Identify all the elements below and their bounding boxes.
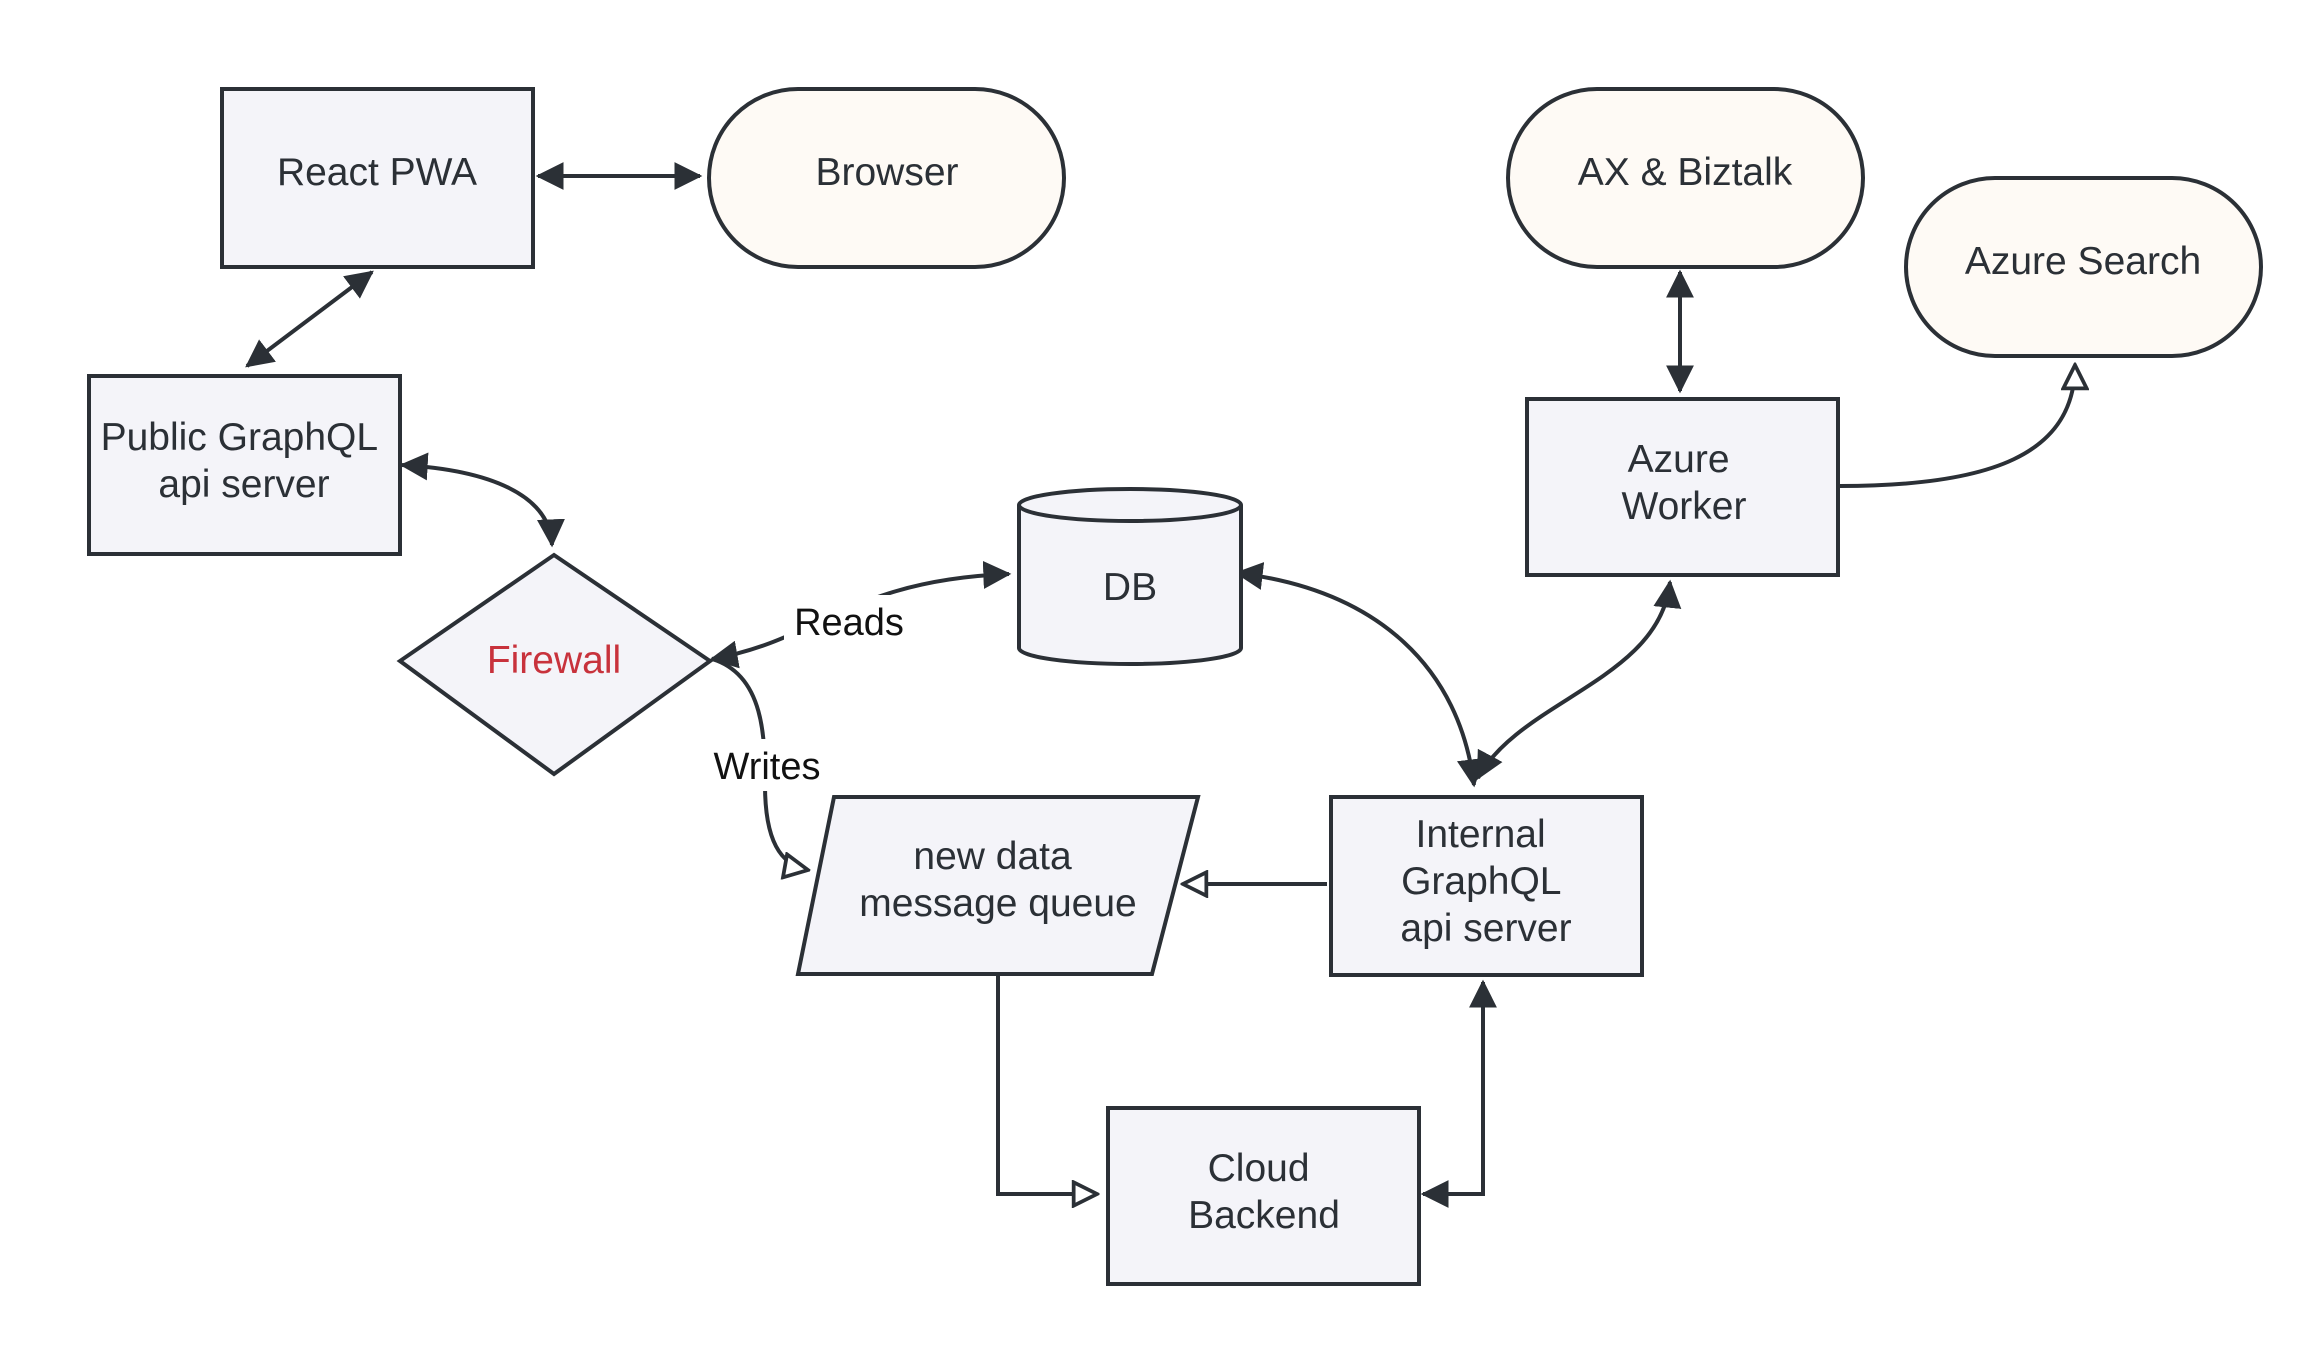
node-ax-biztalk: AX & Biztalk bbox=[1506, 87, 1865, 269]
message-queue-label: new data message queue bbox=[859, 835, 1137, 925]
node-message-queue: new data message queue bbox=[795, 795, 1201, 976]
react-pwa-label: React PWA bbox=[277, 151, 477, 194]
edge-label-writes-group: Writes bbox=[705, 739, 829, 791]
azure-worker-label: Azure Worker bbox=[1622, 438, 1747, 528]
firewall-label: Firewall bbox=[487, 639, 621, 682]
azure-search-label: Azure Search bbox=[1965, 240, 2201, 283]
node-firewall: Firewall bbox=[396, 552, 714, 777]
public-graphql-label: Public GraphQL api server bbox=[101, 416, 388, 506]
ax-biztalk-label: AX & Biztalk bbox=[1578, 151, 1793, 194]
node-cloud-backend: Cloud Backend bbox=[1106, 1106, 1421, 1286]
edge-label-reads-group: Reads bbox=[784, 595, 914, 647]
edge-azure-worker-search bbox=[1839, 365, 2075, 488]
edge-label-writes: Writes bbox=[714, 746, 821, 788]
browser-label: Browser bbox=[815, 151, 958, 194]
node-public-graphql: Public GraphQL api server bbox=[87, 374, 402, 556]
node-browser: Browser bbox=[707, 87, 1066, 269]
node-internal-graphql: Internal GraphQL api server bbox=[1329, 795, 1644, 977]
node-react-pwa: React PWA bbox=[220, 87, 535, 269]
node-azure-worker: Azure Worker bbox=[1525, 397, 1840, 577]
edge-label-reads: Reads bbox=[794, 602, 904, 644]
edge-queue-cloud-backend bbox=[996, 974, 1097, 1194]
edge-react-public-graphql bbox=[245, 270, 374, 368]
node-db: DB bbox=[1017, 487, 1243, 666]
cloud-backend-label: Cloud Backend bbox=[1188, 1147, 1340, 1237]
node-azure-search: Azure Search bbox=[1904, 176, 2263, 358]
edge-cloud-backend-internal-graphql bbox=[1420, 979, 1497, 1208]
db-label: DB bbox=[1103, 566, 1157, 609]
edge-internal-graphql-azure-worker bbox=[1476, 579, 1682, 781]
edge-db-internal-graphql bbox=[1234, 562, 1485, 788]
internal-graphql-label: Internal GraphQL api server bbox=[1400, 813, 1571, 950]
edge-public-graphql-firewall bbox=[399, 452, 565, 548]
